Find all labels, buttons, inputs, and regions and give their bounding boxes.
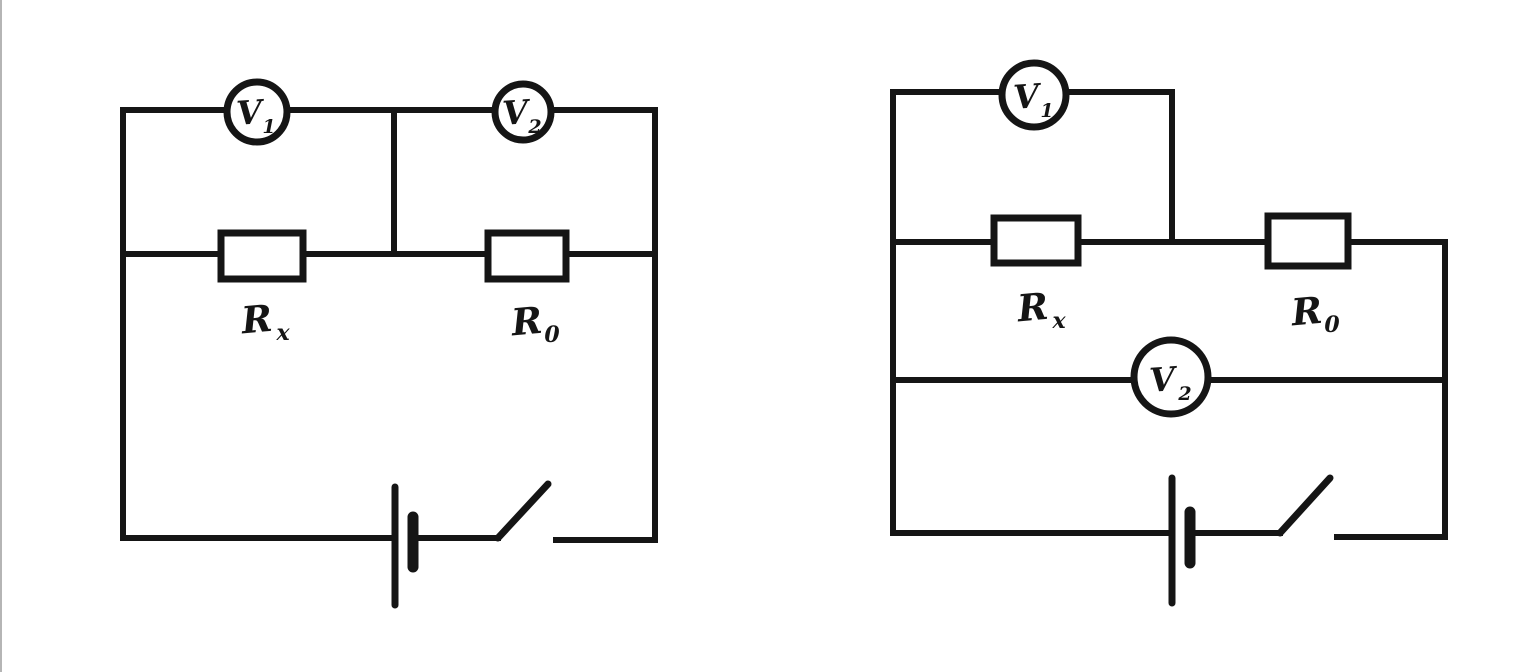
resistor-rx-label: R x [1015, 284, 1067, 334]
voltmeter-v1: V 1 [223, 78, 291, 146]
resistor-rx-label: R x [239, 296, 291, 346]
right-circuit: V 1 V 2 R x R 0 [890, 59, 1448, 607]
resistor-r0-icon [1264, 212, 1352, 270]
battery-cell-icon [391, 483, 419, 609]
voltmeter-label-sub: 1 [262, 116, 275, 138]
label-main: R [239, 296, 274, 343]
open-switch-icon [1276, 474, 1334, 537]
voltmeter-v2: V 2 [491, 80, 555, 144]
voltmeter-label-sub: 2 [1177, 383, 1191, 405]
wire-lines [120, 107, 658, 543]
switch-blade [494, 480, 552, 542]
label-sub: x [275, 320, 290, 346]
voltmeter-v2: V 2 [1130, 336, 1212, 418]
resistor-rx-icon [990, 214, 1082, 267]
voltmeter-label-sub: 1 [1040, 100, 1053, 122]
voltmeter-label-sub: 2 [527, 116, 541, 138]
resistor-r0-icon [484, 229, 570, 283]
switch-blade [1276, 474, 1334, 537]
open-switch-icon [494, 480, 552, 542]
left-circuit: V 1 V 2 R x R 0 [120, 78, 658, 609]
label-sub: 0 [544, 322, 560, 348]
resistor-r0-label: R 0 [1289, 288, 1341, 338]
voltmeter-icon [998, 59, 1070, 131]
resistor-rx-icon [217, 229, 307, 283]
voltmeter-v1: V 1 [998, 59, 1070, 131]
label-sub: x [1051, 308, 1066, 334]
voltmeter-icon [1130, 336, 1212, 418]
wire-lines [890, 89, 1448, 540]
voltmeter-icon [491, 80, 555, 144]
label-main: R [1289, 288, 1324, 335]
label-main: R [1015, 284, 1050, 331]
voltmeter-icon [223, 78, 291, 146]
label-main: R [509, 298, 544, 345]
screen-left-edge-artifact [0, 0, 2, 672]
label-sub: 0 [1324, 312, 1340, 338]
resistor-r0-label: R 0 [509, 298, 561, 348]
battery-cell-icon [1168, 474, 1196, 607]
